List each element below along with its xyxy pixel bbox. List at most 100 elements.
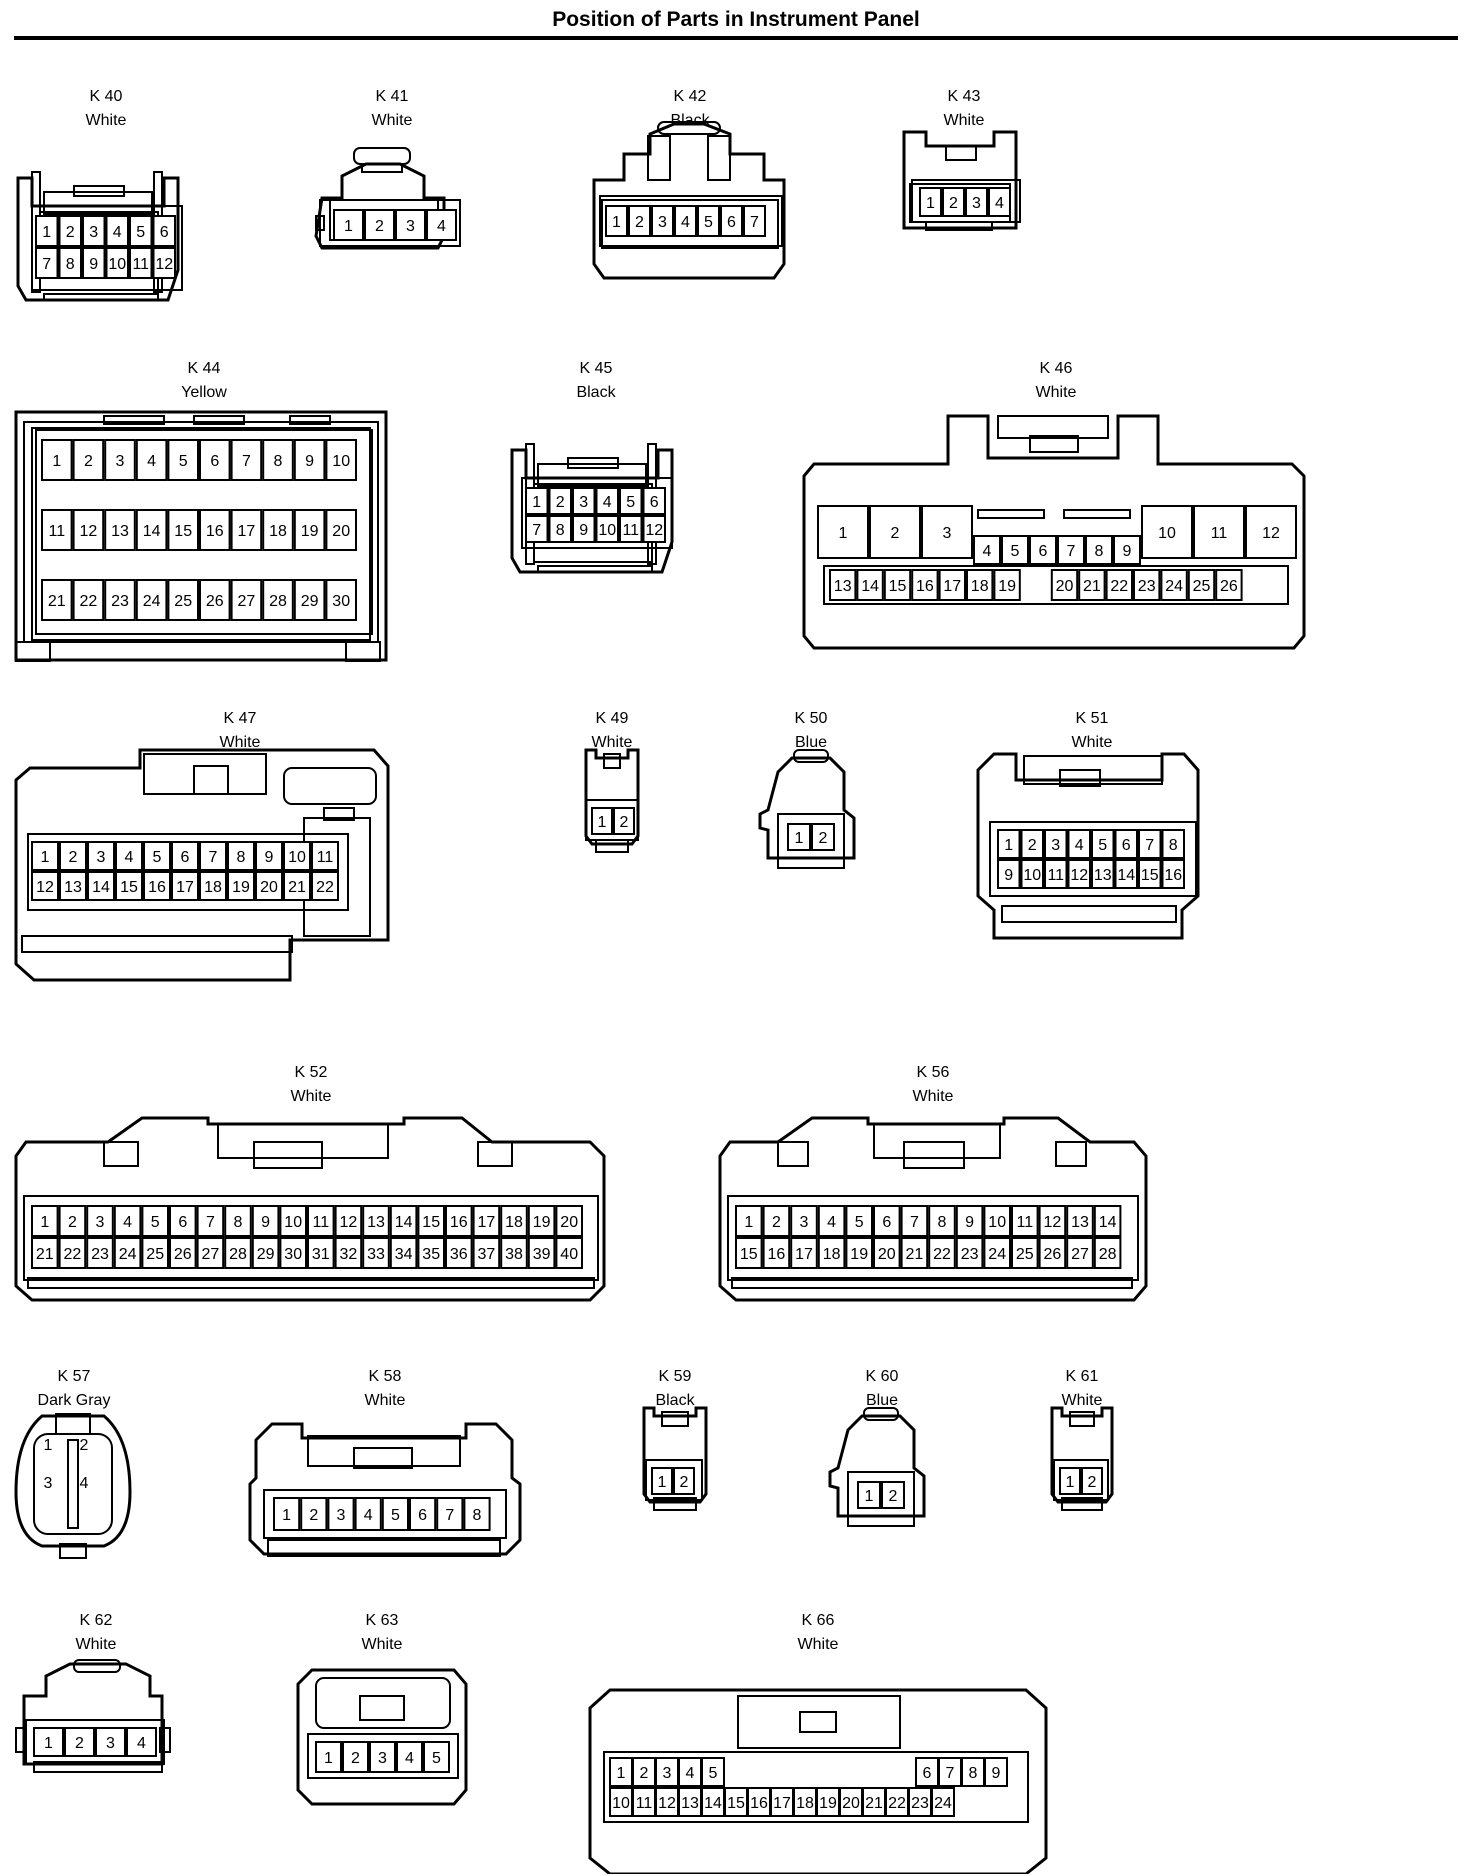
pin-number: 7 (445, 1507, 454, 1524)
pin-cell (1133, 569, 1161, 601)
pin-cell (605, 205, 628, 237)
pin-cell (95, 1727, 126, 1757)
pin-number: 1 (612, 214, 621, 231)
connector-housing (477, 1141, 513, 1167)
pin-cell (928, 1237, 956, 1269)
pin-block (989, 821, 1197, 897)
pin-cell (171, 871, 199, 901)
pin-number: 12 (155, 256, 173, 273)
pin-cell (307, 1237, 335, 1269)
pin-number: 15 (120, 879, 138, 896)
pin-cell (674, 205, 697, 237)
pin-cell (1078, 569, 1106, 601)
pin-cell (651, 205, 674, 237)
connector-color-label: Yellow (181, 384, 227, 401)
connector-housing (289, 415, 331, 425)
pin-cell (942, 187, 965, 217)
pin-number: 20 (878, 1246, 896, 1263)
connector-color-label: White (943, 112, 985, 129)
pin-number: 7 (532, 522, 541, 539)
pin-cell (230, 439, 263, 481)
connector-id-label: K 52 (294, 1064, 328, 1081)
pin-number: 6 (160, 224, 169, 241)
connector-housing (588, 1688, 1048, 1874)
pin-number: 8 (473, 1507, 482, 1524)
pin-number: 2 (80, 1437, 89, 1454)
pin-number: 9 (265, 849, 274, 866)
pin-cell (445, 1237, 473, 1269)
connector-housing (537, 565, 653, 573)
pin-cell (993, 569, 1021, 601)
pin-number: 22 (1110, 578, 1128, 595)
pin-cell (973, 535, 1001, 565)
pin-cell (472, 1205, 501, 1237)
pin-number: 3 (89, 224, 98, 241)
pin-number: 9 (305, 453, 314, 470)
pin-cell (900, 1237, 929, 1269)
pin-cell (555, 1205, 584, 1237)
pin-cell (72, 439, 105, 481)
pin-number: 1 (598, 814, 607, 831)
pin-number: 20 (260, 879, 278, 896)
pin-number: 8 (556, 522, 565, 539)
connector-housing (43, 191, 153, 215)
connector-housing (601, 199, 779, 249)
connector-housing (323, 807, 355, 821)
pin-cell (255, 871, 283, 901)
pin-cell (525, 515, 549, 543)
pin-cell (1215, 569, 1243, 601)
connector-housing (731, 1277, 1133, 1289)
connector-housing (59, 1543, 87, 1559)
pin-number: 7 (42, 256, 51, 273)
pin-number: 7 (242, 453, 251, 470)
pin-cell (307, 1205, 335, 1237)
pin-cell (845, 1205, 873, 1237)
pin-number: 18 (971, 578, 989, 595)
pin-number: 12 (1044, 1214, 1062, 1231)
pin-cell (58, 247, 82, 279)
pin-number: 15 (889, 578, 907, 595)
pin-block (27, 833, 349, 911)
pin-number: 38 (505, 1246, 523, 1263)
pin-number: 21 (288, 879, 306, 896)
pin-number: 2 (1088, 1474, 1097, 1491)
connector-id-label: K 60 (865, 1368, 899, 1385)
pin-number: 1 (865, 1488, 874, 1505)
pin-number: 2 (75, 1735, 84, 1752)
pin-number: 2 (772, 1214, 781, 1231)
pin-cell (1141, 505, 1193, 559)
pin-number: 22 (64, 1246, 82, 1263)
pin-cell (595, 515, 619, 543)
pin-cell (327, 1497, 355, 1531)
connector-housing (27, 1277, 595, 1289)
connector-color-label: White (591, 734, 633, 751)
pin-cell (697, 205, 720, 237)
pin-number: 14 (395, 1214, 413, 1231)
pin-number: 4 (686, 1765, 695, 1782)
pin-number: 14 (143, 523, 161, 540)
pin-cell (1091, 859, 1115, 889)
pin-number: 7 (206, 1214, 215, 1231)
pin-cell (873, 1237, 901, 1269)
pin-cell (1161, 859, 1185, 889)
pin-number: 28 (269, 593, 287, 610)
pin-number: 20 (1056, 578, 1074, 595)
pin-number: 1 (839, 525, 848, 542)
pin-number: 3 (337, 1507, 346, 1524)
pin-cell (1187, 569, 1216, 601)
connector-color-label: White (75, 1636, 117, 1653)
connector-housing (1055, 1141, 1087, 1167)
pin-cell (527, 1205, 556, 1237)
connector-housing (603, 753, 621, 769)
connector-housing (707, 135, 731, 181)
connector-housing (873, 1123, 1001, 1159)
pin-cell (141, 1237, 169, 1269)
pin-number: 10 (598, 522, 616, 539)
pin-block (521, 477, 673, 549)
